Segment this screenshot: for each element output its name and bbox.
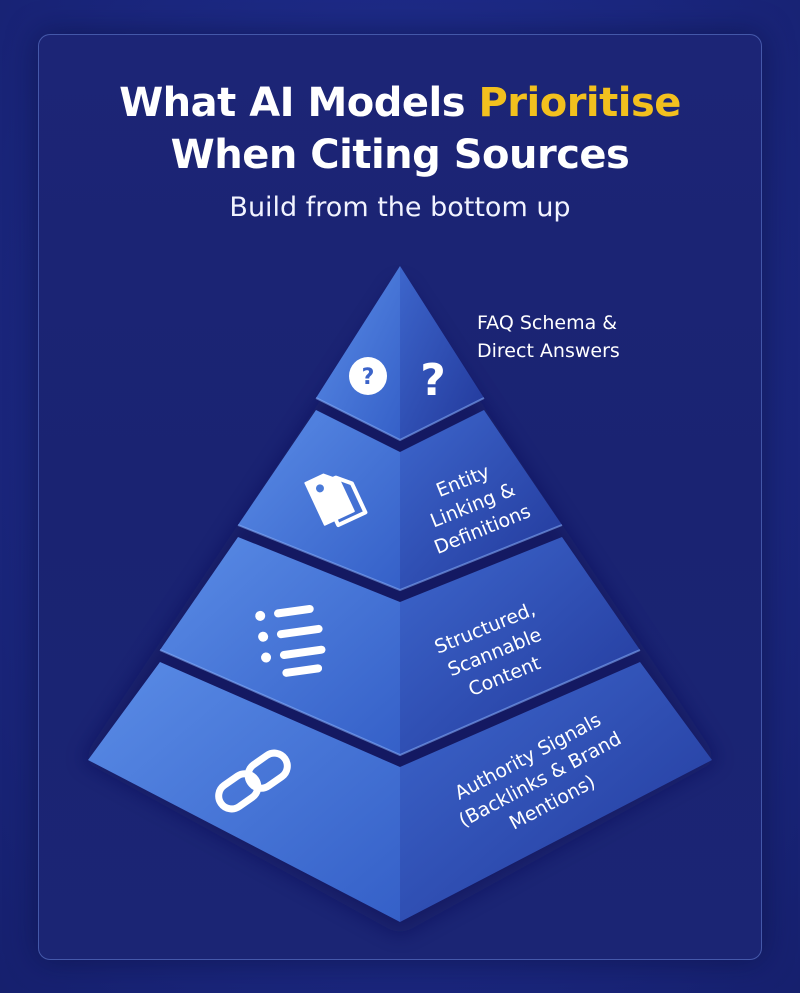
svg-text:?: ? — [420, 355, 446, 406]
svg-text:?: ? — [362, 365, 375, 390]
tier-1-left-face — [316, 266, 400, 440]
tier-1-label: FAQ Schema & Direct Answers — [477, 312, 620, 362]
tier-1-right-face — [400, 266, 484, 440]
tag-icon — [304, 473, 368, 528]
tier-3-edge — [159, 649, 641, 757]
tier-3 — [159, 537, 641, 757]
question-mark-icon: ? — [420, 355, 446, 406]
tier-1 — [315, 266, 485, 442]
subtitle: Build from the bottom up — [229, 192, 571, 223]
tier-1-label-line-1: FAQ Schema & — [477, 312, 617, 334]
tier-1-edge — [315, 397, 485, 442]
tier-2-right-face — [400, 410, 562, 590]
link-icon — [215, 749, 291, 813]
title-line-1: What AI Models Prioritise — [0, 79, 800, 127]
tier-4-left-face — [88, 662, 400, 922]
tier-2-edge — [237, 524, 563, 592]
title-line-2: When Citing Sources — [170, 132, 630, 178]
tier-4-right-face — [400, 662, 712, 922]
title-prefix: What AI Models — [119, 80, 479, 126]
tier-3-right-face — [400, 537, 640, 755]
list-icon — [255, 604, 326, 677]
tier-4 — [88, 662, 712, 922]
tier-3-left-face — [160, 537, 400, 755]
tier-1-label-line-2: Direct Answers — [477, 340, 620, 362]
title-accent: Prioritise — [478, 80, 681, 126]
question-icon: ? — [349, 357, 387, 395]
